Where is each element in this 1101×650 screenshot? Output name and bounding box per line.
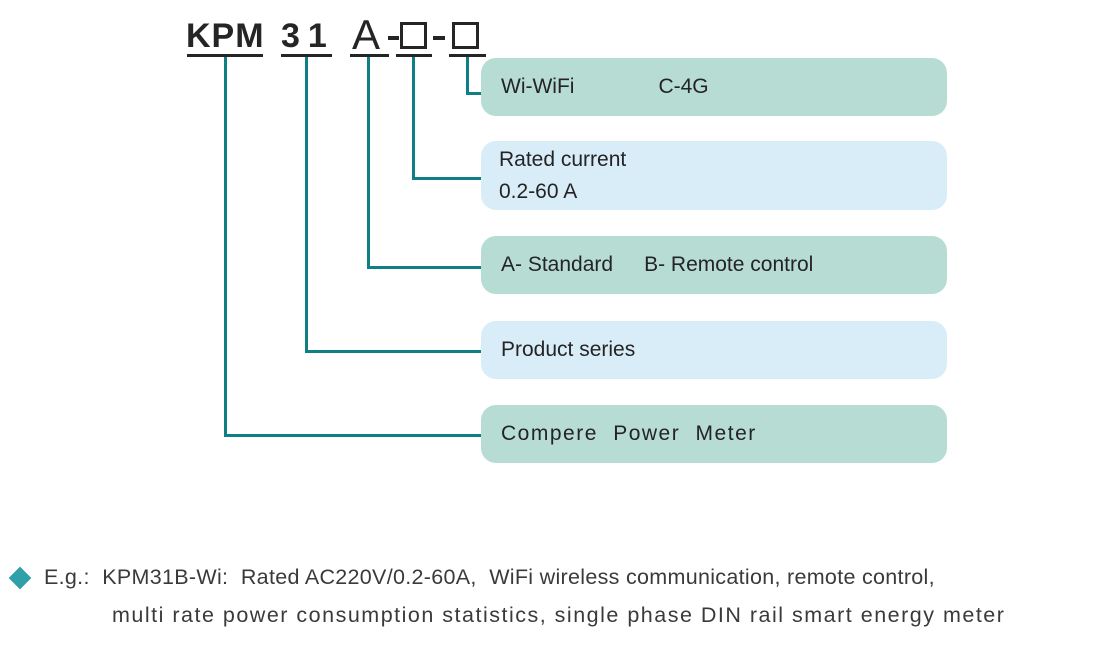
rated-current-slot-square xyxy=(400,22,427,49)
example-text-line-2: multi rate power consumption statistics,… xyxy=(112,603,1006,627)
diamond-bullet-icon xyxy=(8,566,32,590)
callout-communication: Wi-WiFi C-4G xyxy=(481,58,947,116)
connector-brand-vertical xyxy=(224,57,227,437)
example-text-line-1: E.g.: KPM31B-Wi: Rated AC220V/0.2-60A, W… xyxy=(44,565,935,589)
model-prefix: KPM xyxy=(186,17,265,55)
underline-series xyxy=(281,54,332,57)
underline-prefix xyxy=(187,54,263,57)
underline-communication-slot xyxy=(449,54,486,57)
underline-rated-current-slot xyxy=(396,54,432,57)
connector-brand-horizontal xyxy=(224,434,496,437)
rated-current-label: Rated current xyxy=(499,147,627,171)
brand-label: Compere Power Meter xyxy=(501,422,757,445)
communication-option-wifi: Wi-WiFi xyxy=(501,75,575,98)
variant-option-remote-control: B- Remote control xyxy=(644,253,814,276)
model-series-code: 31 xyxy=(281,17,335,55)
model-variant-code: A xyxy=(352,11,381,58)
callout-brand: Compere Power Meter xyxy=(481,405,947,463)
connector-variant-horizontal xyxy=(367,266,496,269)
product-series-label: Product series xyxy=(501,338,636,361)
callout-product-series: Product series xyxy=(481,321,947,379)
connector-rated-current-horizontal xyxy=(412,177,496,180)
connector-series-vertical xyxy=(305,57,308,353)
connector-communication-vertical xyxy=(466,57,469,95)
separator-dash xyxy=(433,36,445,40)
connector-series-horizontal xyxy=(305,350,496,353)
underline-variant xyxy=(350,54,389,57)
variant-option-standard: A- Standard xyxy=(501,253,614,276)
callout-rated-current: Rated current 0.2-60 A xyxy=(481,141,947,210)
connector-variant-vertical xyxy=(367,57,370,269)
connector-rated-current-vertical xyxy=(412,57,415,180)
callout-variant: A- Standard B- Remote control xyxy=(481,236,947,294)
separator-dash xyxy=(388,36,399,40)
rated-current-range: 0.2-60 A xyxy=(499,179,578,203)
communication-slot-square xyxy=(452,22,479,49)
communication-option-4g: C-4G xyxy=(658,75,709,98)
